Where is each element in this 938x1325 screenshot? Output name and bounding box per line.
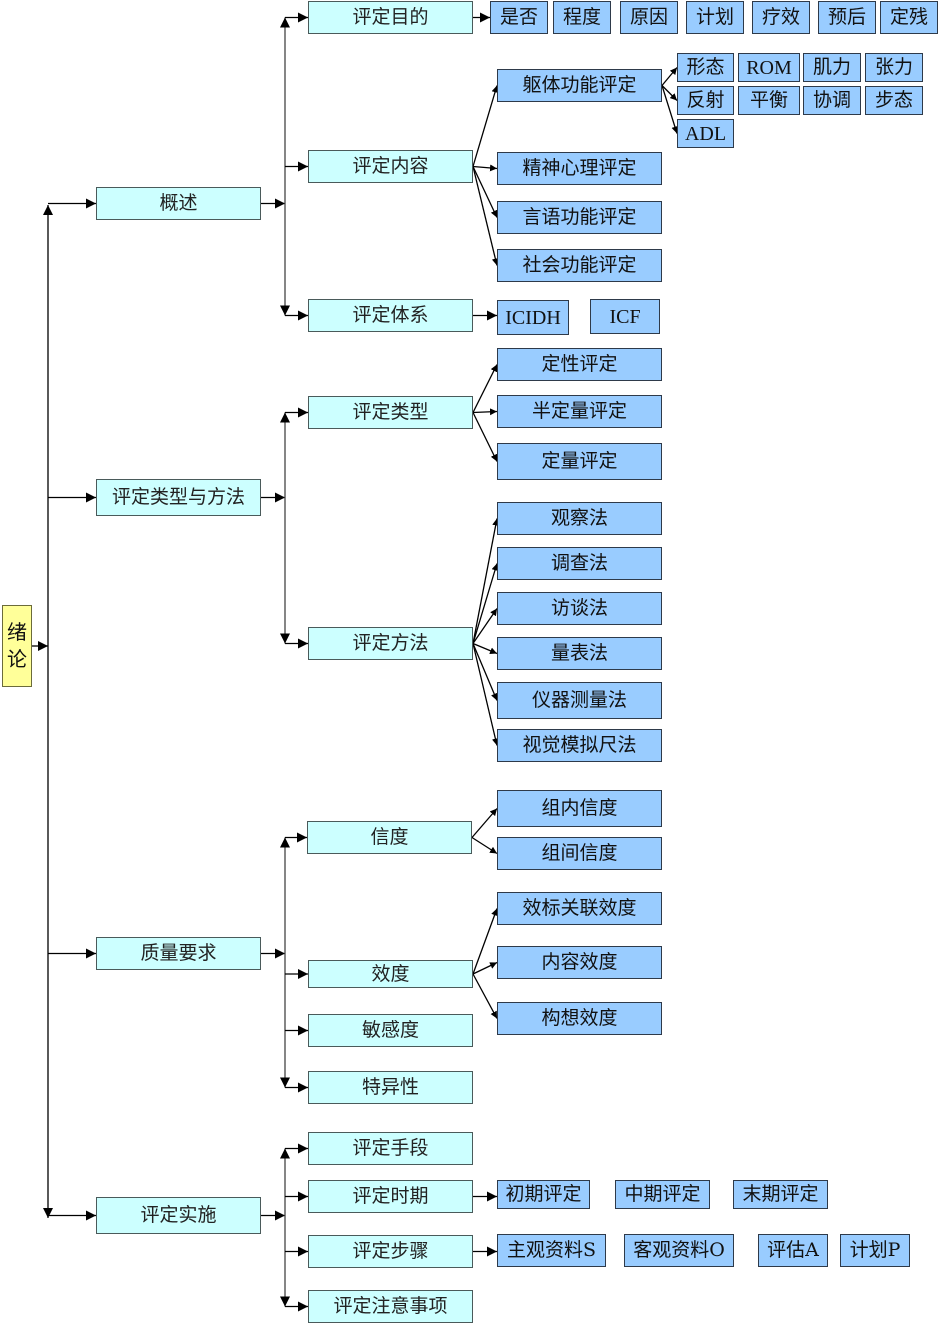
connector-line [472, 85, 499, 167]
leaf-timing: 中期评定 [615, 1180, 710, 1209]
leaf-reliability: 组内信度 [497, 790, 662, 827]
node-content: 评定内容 [308, 150, 473, 183]
leaf-step: 计划P [840, 1234, 910, 1267]
connector-line [472, 518, 500, 644]
connector-line [472, 408, 498, 416]
leaf-method: 调查法 [497, 547, 662, 580]
leaf-purpose: 原因 [620, 1, 678, 34]
leaf-timing: 初期评定 [497, 1180, 590, 1209]
connector-line [661, 85, 678, 101]
node-types: 评定类型 [308, 396, 473, 429]
leaf-method: 量表法 [497, 637, 662, 670]
node-steps: 评定步骤 [308, 1235, 473, 1268]
leaf-physical: 张力 [865, 53, 923, 82]
connector-line [472, 563, 499, 644]
leaf-reliability: 组间信度 [497, 837, 662, 870]
leaf-physical: 平衡 [738, 86, 800, 115]
leaf-system: ICF [590, 299, 660, 334]
leaf-physical: ROM [738, 53, 800, 82]
leaf-type: 定量评定 [497, 443, 662, 480]
leaf-timing: 末期评定 [733, 1180, 828, 1209]
leaf-physical: 步态 [865, 86, 923, 115]
connector-line [661, 67, 678, 86]
leaf-method: 访谈法 [497, 592, 662, 625]
connector-line [472, 973, 498, 1019]
leaf-validity: 效标关联效度 [497, 892, 662, 925]
node-speech: 言语功能评定 [497, 201, 662, 234]
connector-line [661, 85, 679, 134]
section-types-methods: 评定类型与方法 [96, 479, 261, 516]
connector-line [472, 166, 499, 266]
leaf-physical: ADL [677, 119, 734, 148]
connector-line [472, 164, 498, 172]
leaf-purpose: 疗效 [752, 1, 810, 34]
leaf-purpose: 是否 [490, 1, 548, 34]
leaf-method: 仪器测量法 [497, 682, 662, 719]
connector-line [472, 608, 498, 644]
node-precautions: 评定注意事项 [308, 1290, 473, 1323]
node-purpose: 评定目的 [308, 1, 473, 34]
node-specificity: 特异性 [308, 1071, 473, 1104]
leaf-purpose: 计划 [686, 1, 744, 34]
leaf-physical: 肌力 [803, 53, 861, 82]
node-timing: 评定时期 [308, 1180, 473, 1213]
connector-line [472, 166, 498, 218]
connector-line [472, 643, 498, 701]
leaf-step: 客观资料O [624, 1234, 734, 1267]
node-social: 社会功能评定 [497, 249, 662, 282]
leaf-type: 半定量评定 [497, 395, 662, 428]
connector-line [471, 836, 498, 855]
leaf-physical: 反射 [677, 86, 734, 115]
connector-line [472, 908, 498, 975]
node-mental: 精神心理评定 [497, 152, 662, 185]
connector-line [472, 961, 498, 975]
connector-line [472, 364, 498, 413]
leaf-step: 评估A [758, 1234, 828, 1267]
connector-line [471, 808, 498, 838]
connector-line [472, 642, 498, 655]
section-quality: 质量要求 [96, 937, 261, 970]
root-char-1: 绪 [7, 620, 27, 644]
node-validity: 效度 [308, 960, 473, 988]
node-reliability: 信度 [307, 821, 472, 854]
node-means: 评定手段 [308, 1132, 473, 1165]
leaf-method: 视觉模拟尺法 [497, 729, 662, 762]
node-physical-function: 躯体功能评定 [497, 69, 662, 102]
section-implementation: 评定实施 [96, 1197, 261, 1234]
leaf-purpose: 预后 [818, 1, 876, 34]
leaf-physical: 形态 [677, 53, 734, 82]
node-system: 评定体系 [308, 299, 473, 332]
leaf-physical: 协调 [803, 86, 861, 115]
leaf-system: ICIDH [497, 300, 569, 335]
root-node: 绪 论 [2, 605, 32, 687]
connector-line [472, 643, 499, 746]
leaf-validity: 构想效度 [497, 1002, 662, 1035]
leaf-purpose: 定残 [880, 1, 938, 34]
node-sensitivity: 敏感度 [308, 1014, 473, 1047]
connector-line [472, 412, 498, 462]
leaf-purpose: 程度 [553, 1, 611, 34]
node-methods: 评定方法 [308, 627, 473, 660]
leaf-step: 主观资料S [497, 1234, 606, 1267]
leaf-type: 定性评定 [497, 348, 662, 381]
leaf-validity: 内容效度 [497, 946, 662, 979]
root-char-2: 论 [7, 647, 27, 671]
leaf-method: 观察法 [497, 502, 662, 535]
section-overview: 概述 [96, 187, 261, 220]
